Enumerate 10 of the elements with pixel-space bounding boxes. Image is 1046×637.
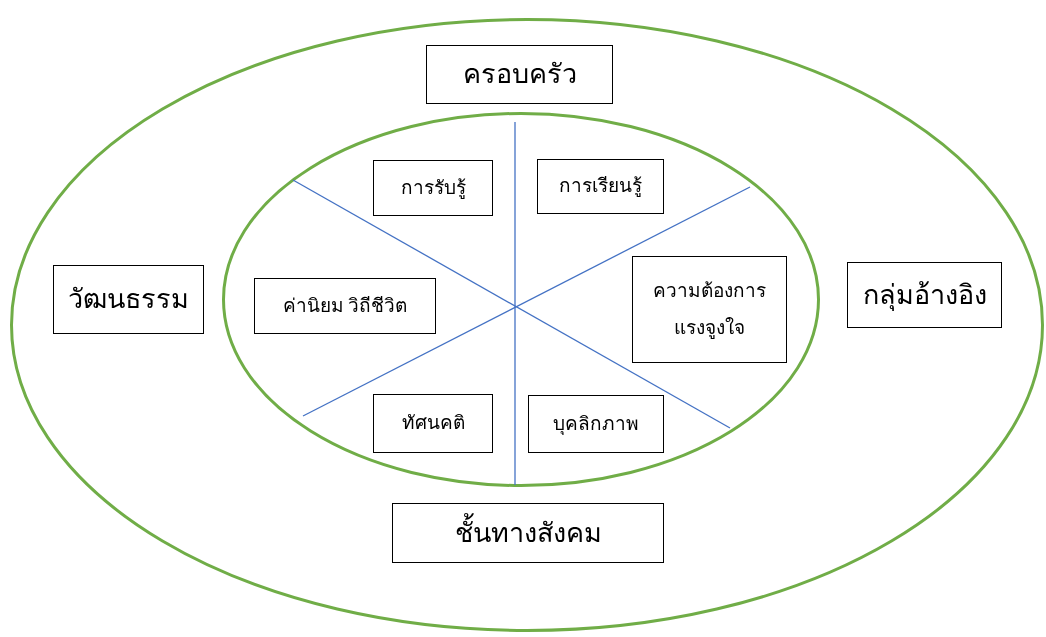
label-box: กลุ่มอ้างอิง: [847, 262, 1002, 328]
label-box: ความต้องการ แรงจูงใจ: [632, 256, 787, 363]
label-box: การเรียนรู้: [537, 159, 664, 214]
label-box: ครอบครัว: [426, 45, 613, 104]
label-box: ค่านิยม วิถีชีวิต: [254, 278, 436, 334]
label-box: ทัศนคติ: [373, 394, 493, 453]
label-box: การรับรู้: [373, 160, 493, 216]
label-box: ชั้นทางสังคม: [392, 503, 664, 563]
label-box: บุคลิกภาพ: [528, 395, 664, 453]
label-box: วัฒนธรรม: [53, 265, 204, 334]
